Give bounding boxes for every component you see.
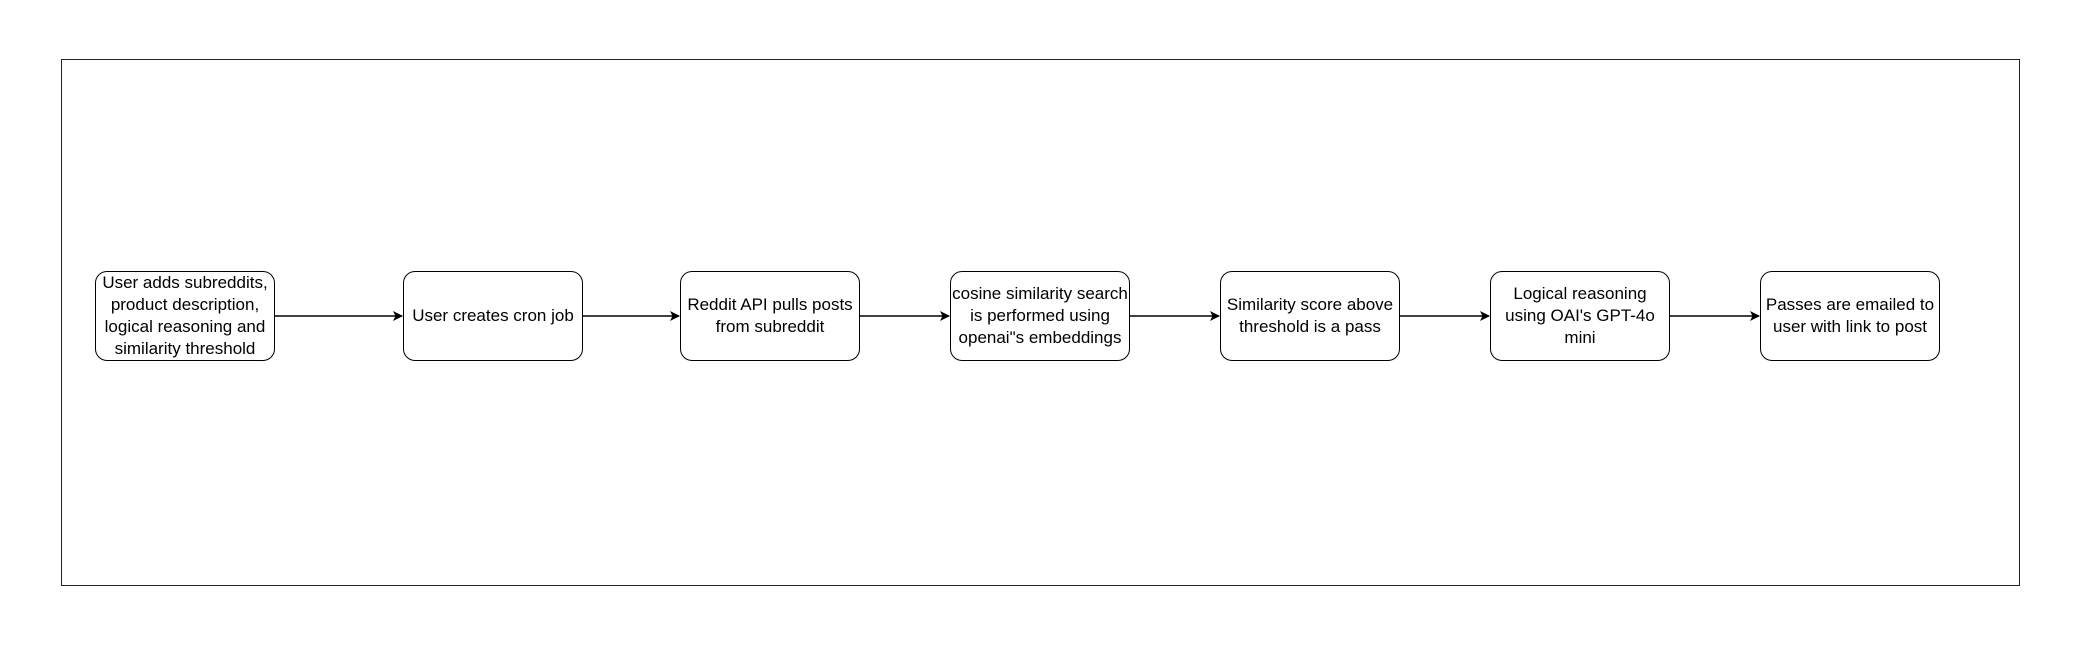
diagram-frame — [61, 59, 2020, 586]
flow-step-email-passes[interactable]: Passes are emailed to user with link to … — [1760, 271, 1940, 361]
flow-step-label: User creates cron job — [412, 306, 574, 325]
flow-step-label: Similarity score above threshold is a pa… — [1226, 295, 1394, 336]
flow-step-add-subreddits[interactable]: User adds subreddits, product descriptio… — [95, 271, 275, 361]
flow-step-label: cosine similarity search is performed us… — [952, 284, 1128, 347]
flow-step-logical-reasoning[interactable]: Logical reasoning using OAI's GPT-4o min… — [1490, 271, 1670, 361]
flow-step-label: Reddit API pulls posts from subreddit — [687, 295, 853, 336]
flow-step-reddit-api-pull[interactable]: Reddit API pulls posts from subreddit — [680, 271, 860, 361]
flow-step-threshold-pass[interactable]: Similarity score above threshold is a pa… — [1220, 271, 1400, 361]
flow-step-label: Passes are emailed to user with link to … — [1765, 295, 1935, 336]
flow-step-create-cron-job[interactable]: User creates cron job — [403, 271, 583, 361]
flow-step-cosine-similarity[interactable]: cosine similarity search is performed us… — [950, 271, 1130, 361]
flow-step-label: User adds subreddits, product descriptio… — [102, 273, 268, 358]
flow-step-label: Logical reasoning using OAI's GPT-4o min… — [1505, 284, 1655, 347]
